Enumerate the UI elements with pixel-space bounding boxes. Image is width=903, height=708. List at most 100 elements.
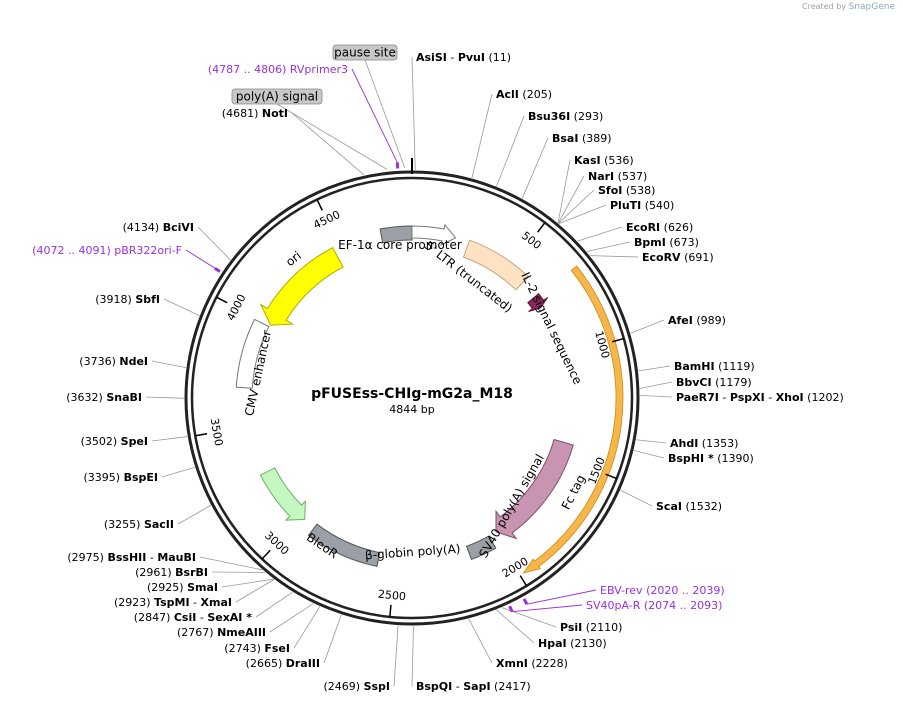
site-BsaI[interactable]: BsaI (389) — [552, 132, 612, 145]
site-EcoRV[interactable]: EcoRV (691) — [642, 251, 714, 264]
site-BssHII[interactable]: (2975) BssHII - MauBI — [67, 551, 196, 564]
site-XmnI[interactable]: XmnI (2228) — [496, 657, 568, 670]
site-SbfI[interactable]: (3918) SbfI — [95, 293, 160, 306]
leader-ScaI — [620, 489, 653, 507]
site-BpmI[interactable]: BpmI (673) — [634, 236, 699, 249]
site-PaeR7I[interactable]: PaeR7I - PspXI - XhoI (1202) — [676, 391, 844, 404]
site-AhdI[interactable]: AhdI (1353) — [670, 437, 738, 450]
site-AsiSI[interactable]: AsiSI - PvuI (11) — [416, 51, 511, 64]
primer-mark-SV40pA-R — [508, 605, 514, 613]
site-PluTI[interactable]: PluTI (540) — [610, 199, 674, 212]
primer-RVprimer3[interactable]: (4787 .. 4806) RVprimer3 — [208, 63, 348, 76]
primer-leader-RVprimer3 — [351, 68, 398, 163]
feature-ef1a-arrow[interactable] — [411, 223, 457, 246]
leader-CsiI — [255, 591, 293, 618]
feature-layer — [235, 223, 624, 574]
primer-leader-EBV-rev — [526, 589, 597, 605]
site-HpaI[interactable]: HpaI (2130) — [538, 637, 607, 650]
feature-bglobin[interactable] — [307, 523, 381, 567]
site-NmeAIII[interactable]: (2767) NmeAIII — [177, 626, 266, 639]
leader-BsaI — [521, 137, 549, 199]
backbone-inner-circle — [190, 176, 634, 620]
site-BspEI[interactable]: (3395) BspEI — [84, 471, 159, 484]
primer-EBV-rev[interactable]: EBV-rev (2020 .. 2039) — [600, 584, 725, 597]
site-BamHI[interactable]: BamHI (1119) — [674, 360, 755, 373]
site-TspMI[interactable]: (2923) TspMI - XmaI — [114, 596, 232, 609]
site-SspI[interactable]: (2469) SspI — [323, 680, 390, 693]
leader-FseI — [293, 606, 321, 649]
site-SmaI[interactable]: (2925) SmaI — [147, 581, 218, 594]
site-NdeI[interactable]: (3736) NdeI — [79, 355, 148, 368]
site-NotI[interactable]: (4681) NotI — [222, 107, 288, 120]
leader-BpmI — [586, 241, 631, 252]
tag-box-pausesite — [332, 44, 398, 61]
site-AclI[interactable]: AclI (205) — [496, 88, 552, 101]
primer-pBR322ori-F[interactable]: (4072 .. 4091) pBR322ori-F — [32, 244, 182, 257]
leader-XmnI — [468, 618, 493, 664]
feature-label-ori: ori — [283, 249, 304, 270]
site-BspHI[interactable]: BspHI * (1390) — [668, 452, 754, 465]
tag-leader-pausesite — [364, 59, 406, 169]
site-SpeI[interactable]: (3502) SpeI — [81, 435, 148, 448]
site-SfoI[interactable]: SfoI (538) — [598, 184, 655, 197]
primer-leader-pBR322ori-F — [185, 249, 216, 269]
feature-ltr[interactable] — [462, 239, 530, 291]
leader-SpeI — [151, 436, 188, 442]
feature-bleor[interactable] — [259, 467, 306, 521]
site-Bsu36I[interactable]: Bsu36I (293) — [528, 110, 603, 123]
site-SnaBI[interactable]: (3632) SnaBI — [66, 391, 142, 404]
leader-AhdI — [636, 439, 667, 444]
leader-KasI — [557, 159, 571, 223]
site-BsrBI[interactable]: (2961) BsrBI — [135, 566, 208, 579]
leader-NotI — [291, 112, 365, 176]
tick-label-3500: 3500 — [208, 417, 226, 447]
tick-2500 — [389, 604, 392, 617]
tick-1000 — [612, 337, 625, 343]
site-SacII[interactable]: (3255) SacII — [104, 518, 174, 531]
leader-EcoRV — [590, 255, 639, 258]
primer-leader-SV40pA-R — [512, 604, 583, 613]
site-PsiI[interactable]: PsiI (2110) — [560, 621, 622, 634]
feature-ori[interactable] — [259, 246, 344, 326]
leader-SfoI — [558, 189, 595, 224]
leader-BsrBI — [211, 571, 266, 573]
site-CsiI[interactable]: (2847) CsiI - SexAI * — [134, 611, 252, 624]
tick-label-500: 500 — [519, 229, 544, 252]
primer-mark-pBR322ori-F — [214, 266, 221, 273]
site-ScaI[interactable]: ScaI (1532) — [656, 500, 722, 513]
site-DraIII[interactable]: (2665) DraIII — [246, 657, 320, 670]
site-BbvCI[interactable]: BbvCI (1179) — [676, 376, 752, 389]
feature-sv40[interactable] — [465, 535, 497, 561]
site-BspQI[interactable]: BspQI - SapI (2417) — [416, 680, 531, 693]
site-FseI[interactable]: (2743) FseI — [224, 642, 290, 655]
plasmid-length: 4844 bp — [389, 403, 434, 416]
site-BciVI[interactable]: (4134) BciVI — [123, 221, 194, 234]
feature-il2[interactable] — [527, 293, 549, 313]
feature-fctag[interactable] — [495, 438, 574, 540]
tick-2000 — [519, 575, 528, 587]
leader-BspEI — [161, 466, 195, 478]
site-leader-lines — [145, 56, 673, 687]
leader-BbvCI — [639, 381, 673, 389]
site-AfeI[interactable]: AfeI (989) — [668, 314, 726, 327]
leader-SbfI — [163, 298, 200, 316]
tag-label-pausesite: pause site — [334, 46, 396, 60]
leader-AclI — [471, 93, 493, 179]
tick-500 — [537, 222, 546, 233]
orf-highlight-band — [522, 265, 624, 574]
primer-SV40pA-R[interactable]: SV40pA-R (2074 .. 2093) — [586, 599, 722, 612]
tag-box-polyAsignal — [231, 88, 323, 105]
leader-NdeI — [151, 360, 187, 369]
leader-SspI — [393, 625, 399, 687]
feature-label-bglobin: β-globin poly(A) — [365, 542, 461, 563]
feature-cmv[interactable] — [235, 318, 270, 389]
leader-BciVI — [197, 226, 231, 261]
leader-BspQI — [411, 625, 414, 687]
site-NarI[interactable]: NarI (537) — [588, 170, 647, 183]
feature-ef1a[interactable] — [379, 225, 413, 244]
snapgene-logo: SnapGene — [848, 2, 895, 12]
leader-SmaI — [221, 578, 274, 588]
site-KasI[interactable]: KasI (536) — [574, 154, 634, 167]
site-EcoRI[interactable]: EcoRI (626) — [626, 221, 693, 234]
